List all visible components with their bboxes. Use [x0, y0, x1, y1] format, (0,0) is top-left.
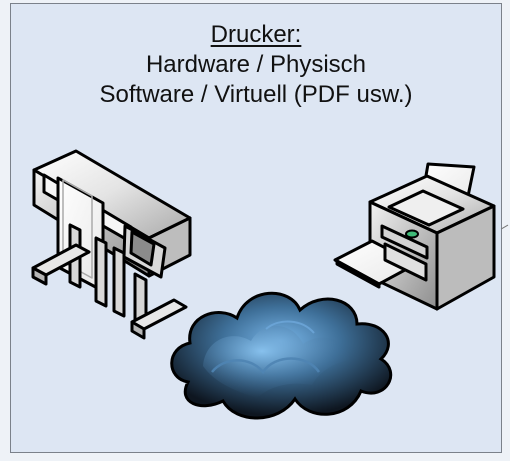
printer-heading-block: Drucker: Hardware / Physisch Software / … — [10, 20, 502, 110]
software-label: Software / Virtuell (PDF usw.) — [99, 81, 413, 108]
printer-heading: Drucker: — [210, 21, 302, 48]
hardware-label: Hardware / Physisch — [145, 51, 367, 78]
edge-marker — [500, 224, 510, 237]
